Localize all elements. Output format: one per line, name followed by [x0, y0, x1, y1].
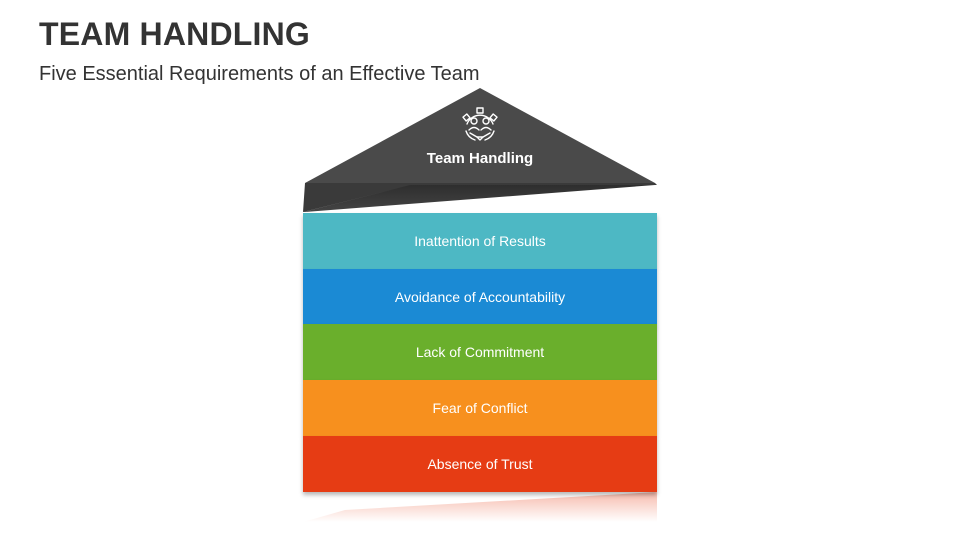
layer-absence-of-trust: Absence of Trust	[303, 436, 657, 492]
layer-lack-of-commitment: Lack of Commitment	[303, 324, 657, 380]
layer-fear-of-conflict: Fear of Conflict	[303, 380, 657, 436]
layer-label: Inattention of Results	[414, 233, 546, 249]
page-title: TEAM HANDLING	[39, 16, 311, 52]
roof-fold-shadow	[303, 185, 655, 212]
layer-label: Absence of Trust	[427, 456, 533, 472]
roof-fold	[303, 183, 657, 212]
page-subtitle: Five Essential Requirements of an Effect…	[39, 63, 480, 85]
layer-label: Fear of Conflict	[432, 400, 528, 416]
layer-label: Lack of Commitment	[415, 344, 545, 360]
roof-label: Team Handling	[426, 150, 534, 167]
layer-inattention-of-results: Inattention of Results	[303, 213, 657, 269]
base-reflection	[303, 492, 657, 522]
team-handshake-gear-icon	[462, 107, 498, 141]
layer-label: Avoidance of Accountability	[394, 289, 566, 305]
layer-avoidance-of-accountability: Avoidance of Accountability	[303, 269, 657, 325]
roof-triangle	[305, 88, 655, 183]
